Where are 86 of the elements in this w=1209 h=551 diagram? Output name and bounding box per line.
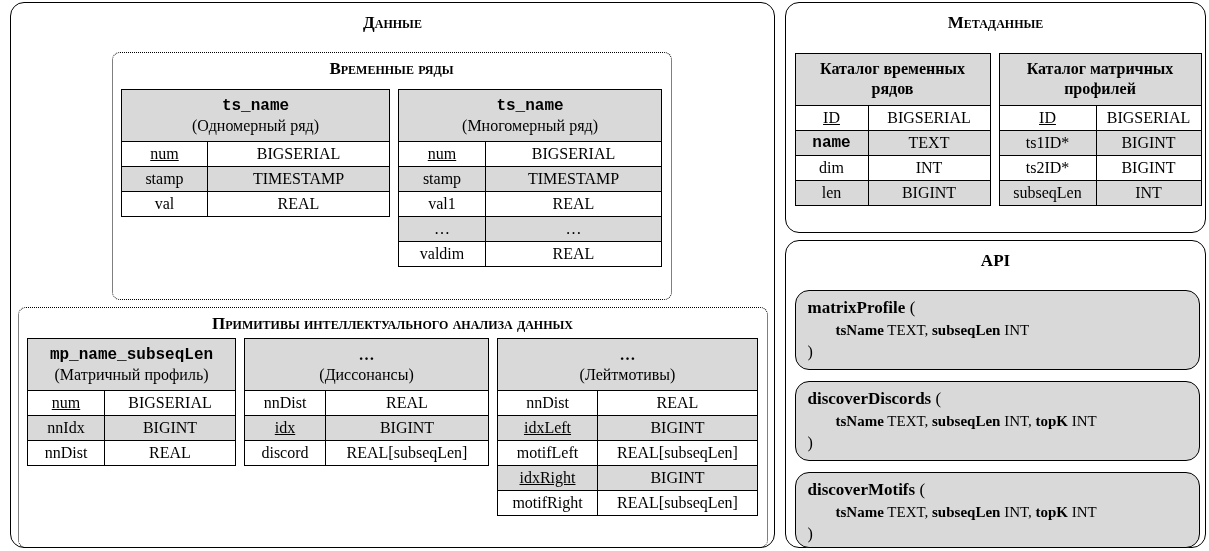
key-column-cell: ID — [999, 105, 1096, 130]
column-name-cell: len — [795, 180, 868, 205]
data-type-cell: BIGSERIAL — [485, 141, 662, 167]
table-name: … — [357, 344, 376, 365]
column-name-cell: nnIdx — [27, 415, 105, 441]
data-type-cell: BIGINT — [325, 415, 489, 441]
function-card — [794, 471, 1200, 548]
data-type-cell: INT — [1096, 180, 1201, 205]
key-column-cell: name — [795, 130, 868, 155]
column-name-cell: nnDist — [244, 390, 326, 416]
column-name-cell: val — [121, 191, 208, 217]
column-name-cell: valdim — [398, 241, 486, 267]
column-name-cell: nnDist — [27, 440, 105, 466]
key-column-cell: idx — [244, 415, 326, 441]
column-name-cell: stamp — [398, 166, 486, 192]
column-name-cell: … — [398, 216, 486, 242]
function-arguments: tsName TEXT, subseqLen INT — [834, 320, 1031, 340]
key-column-cell: idxLeft — [497, 415, 598, 441]
data-type-cell: TIMESTAMP — [485, 166, 662, 192]
section-panel — [785, 2, 1206, 233]
function-arguments: tsName TEXT, subseqLen INT, topK INT — [834, 411, 1098, 431]
section-title: API — [980, 251, 1011, 271]
column-name-cell: ts2ID* — [999, 155, 1096, 180]
data-type-cell: BIGSERIAL — [207, 141, 390, 167]
data-type-cell: INT — [868, 155, 990, 180]
data-type-cell: BIGSERIAL — [104, 390, 236, 416]
data-type-cell: REAL — [485, 191, 662, 217]
table-subtitle: (Одномерный ряд) — [191, 115, 320, 136]
key-column-cell: num — [27, 390, 105, 416]
column-name-cell: motifRight — [497, 490, 598, 516]
column-name-cell: motifLeft — [497, 440, 598, 466]
function-signature: ) — [807, 432, 814, 454]
data-type-cell: REAL — [597, 390, 758, 416]
column-name-cell: dim — [795, 155, 868, 180]
table-name: Каталог временных рядов — [819, 59, 966, 99]
function-signature: matrixProfile ( — [807, 296, 917, 319]
data-type-cell: REAL[subseqLen] — [597, 440, 758, 466]
data-type-cell: BIGINT — [597, 415, 758, 441]
data-type-cell: BIGINT — [1096, 155, 1201, 180]
function-signature: ) — [807, 523, 814, 545]
function-arguments: tsName TEXT, subseqLen INT, topK INT — [834, 502, 1098, 522]
function-card — [794, 380, 1200, 461]
function-card — [794, 289, 1200, 370]
column-name-cell: ts1ID* — [999, 130, 1096, 155]
column-name-cell: subseqLen — [999, 180, 1096, 205]
data-type-cell: BIGSERIAL — [868, 105, 990, 130]
section-title: Данные — [363, 13, 422, 33]
function-signature: discoverMotifs ( — [807, 478, 927, 501]
column-name-cell: val1 — [398, 191, 486, 217]
data-type-cell: BIGINT — [1096, 130, 1201, 155]
data-type-cell: TEXT — [868, 130, 990, 155]
table-subtitle: (Лейтмотивы) — [578, 364, 677, 385]
table-name: Каталог матричных профилей — [1025, 59, 1175, 99]
section-title: Временные ряды — [329, 58, 454, 79]
table-name: mp_name_subseqLen — [48, 344, 215, 365]
key-column-cell: ID — [795, 105, 868, 130]
section-title: Метаданные — [947, 13, 1044, 33]
data-type-cell: BIGINT — [597, 465, 758, 491]
column-name-cell: stamp — [121, 166, 208, 192]
table-name: … — [618, 344, 637, 365]
data-type-cell: REAL — [325, 390, 489, 416]
table-name: ts_name — [220, 95, 291, 116]
function-signature: ) — [807, 341, 814, 363]
table-name: ts_name — [495, 95, 565, 116]
section-panel — [10, 2, 775, 548]
key-column-cell: num — [398, 141, 486, 167]
section-title: Примитивы интеллектуального анализа данных — [212, 313, 573, 334]
section-panel — [785, 240, 1206, 548]
data-type-cell: BIGINT — [104, 415, 236, 441]
data-type-cell: REAL — [104, 440, 236, 466]
data-type-cell: REAL — [207, 191, 390, 217]
data-type-cell: TIMESTAMP — [207, 166, 390, 192]
column-name-cell: nnDist — [497, 390, 598, 416]
key-column-cell: idxRight — [497, 465, 598, 491]
table-subtitle: (Многомерный ряд) — [461, 115, 599, 136]
data-type-cell: BIGINT — [868, 180, 990, 205]
function-signature: discoverDiscords ( — [807, 387, 943, 410]
data-type-cell: REAL[subseqLen] — [597, 490, 758, 516]
table-subtitle: (Диссонансы) — [318, 364, 415, 385]
data-type-cell: REAL — [485, 241, 662, 267]
table-subtitle: (Матричный профиль) — [53, 364, 210, 385]
data-type-cell: BIGSERIAL — [1096, 105, 1201, 130]
key-column-cell: num — [121, 141, 208, 167]
column-name-cell: discord — [244, 440, 326, 466]
data-type-cell: … — [485, 216, 662, 242]
data-type-cell: REAL[subseqLen] — [325, 440, 489, 466]
